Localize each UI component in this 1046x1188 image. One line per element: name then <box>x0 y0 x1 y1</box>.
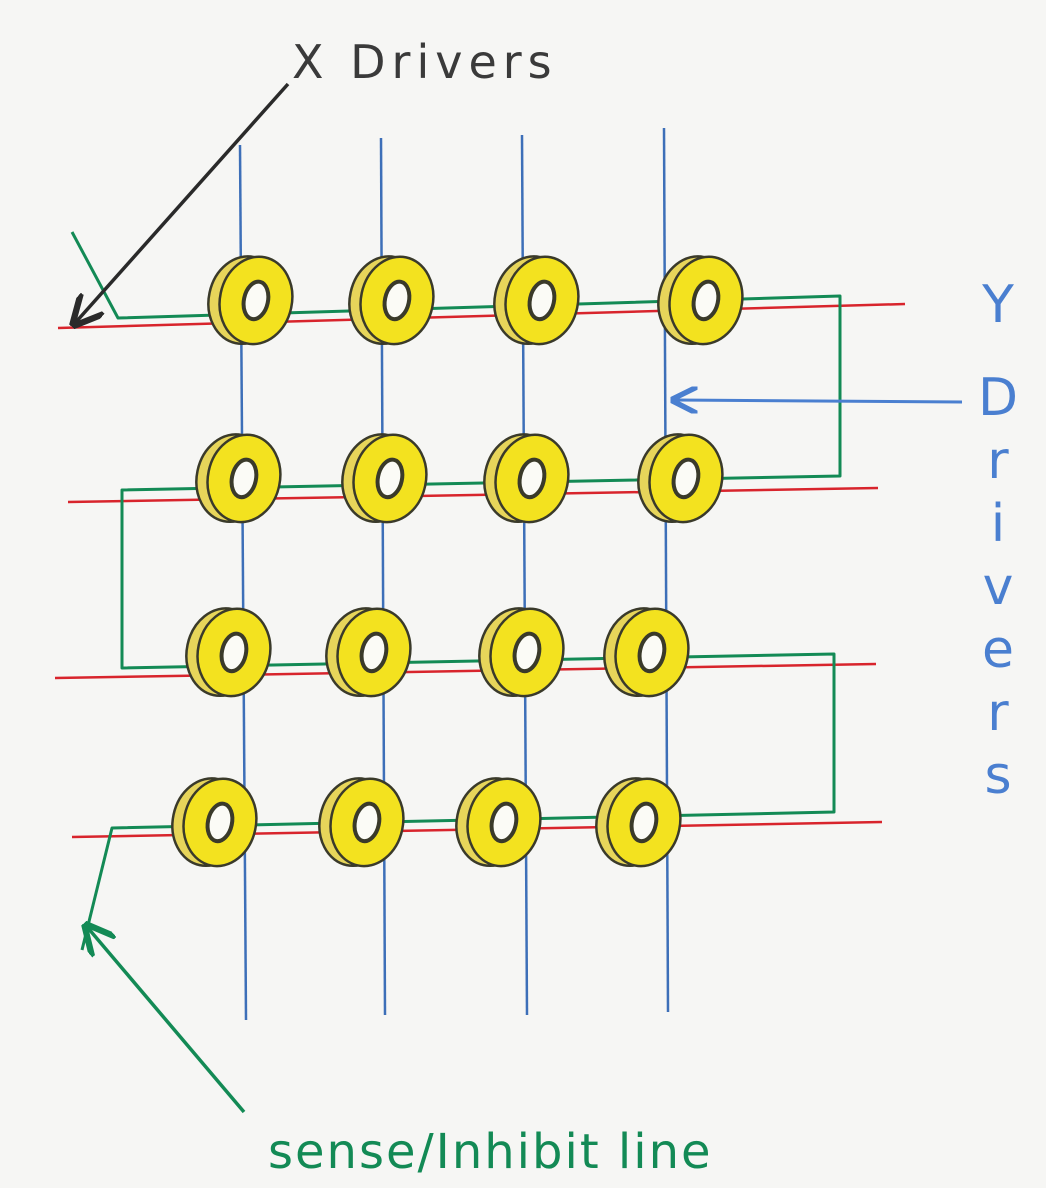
ferrite-core <box>595 777 682 868</box>
x-wires <box>54 302 906 839</box>
ferrite-core <box>478 607 565 698</box>
ferrite-core <box>348 255 435 346</box>
ferrite-core <box>207 255 294 346</box>
y-drivers-letter: Y <box>981 275 1014 335</box>
y-wire-4 <box>662 127 670 1013</box>
x-drivers-arrow <box>76 82 290 322</box>
ferrite-core <box>171 777 258 868</box>
y-drivers-letter: i <box>991 494 1005 554</box>
ferrite-core <box>185 607 272 698</box>
ferrite-core <box>483 433 570 524</box>
cores-grid <box>171 255 744 868</box>
ferrite-core <box>603 607 690 698</box>
y-drivers-letter: v <box>983 557 1014 617</box>
ferrite-core <box>318 777 405 868</box>
y-drivers-letter: r <box>987 683 1009 743</box>
ferrite-core <box>341 433 428 524</box>
y-drivers-letter: s <box>984 746 1011 806</box>
ferrite-core <box>637 433 724 524</box>
ferrite-core <box>325 607 412 698</box>
y-drivers-letter: e <box>982 620 1014 680</box>
ferrite-core <box>657 255 744 346</box>
x-drivers-label: X Drivers <box>292 35 558 89</box>
y-drivers-letter: D <box>978 368 1018 428</box>
y-wires <box>238 127 670 1021</box>
sense-line-arrow <box>88 928 246 1114</box>
y-drivers-letter: r <box>987 431 1009 491</box>
ferrite-core <box>195 433 282 524</box>
sense-line-label: sense/Inhibit line <box>268 1124 713 1180</box>
x-wire-1 <box>57 302 906 330</box>
ferrite-core <box>493 255 580 346</box>
y-drivers-arrow <box>676 400 963 402</box>
ferrite-core <box>455 777 542 868</box>
